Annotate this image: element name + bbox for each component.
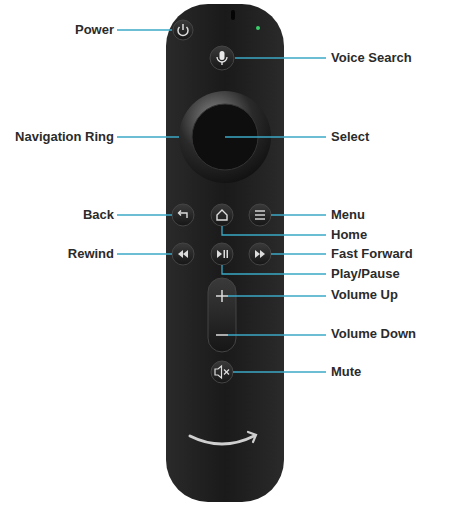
leader-line <box>225 136 326 137</box>
leader-line <box>228 334 326 335</box>
volume-rocker <box>208 278 236 352</box>
callout-label: Menu <box>331 207 365 223</box>
leader-line <box>271 214 326 215</box>
callout-label: Select <box>331 129 369 145</box>
mute-button <box>211 361 233 383</box>
leader-line <box>233 371 326 372</box>
leader-line <box>228 295 326 296</box>
leader-line <box>117 214 172 215</box>
home-button <box>211 204 233 226</box>
mic-slot <box>231 10 235 20</box>
callout-label: Power <box>75 22 114 38</box>
fast-forward-button <box>249 243 271 265</box>
status-led <box>256 26 260 30</box>
amazon-smile <box>190 432 256 444</box>
callout-label: Back <box>83 207 114 223</box>
leader-lines <box>117 30 326 372</box>
callout-label: Volume Up <box>331 287 398 303</box>
leader-line <box>117 136 179 137</box>
rewind-button <box>172 243 194 265</box>
callout-label: Volume Down <box>331 326 416 342</box>
leader-line <box>117 253 172 254</box>
leader-line <box>222 265 326 274</box>
remote-body <box>166 4 284 502</box>
callout-label: Play/Pause <box>331 266 400 282</box>
leader-line <box>235 57 326 58</box>
callout-label: Rewind <box>68 246 114 262</box>
callout-label: Home <box>331 227 367 243</box>
leader-line <box>222 226 326 235</box>
callout-label: Mute <box>331 364 361 380</box>
power-button <box>173 20 193 40</box>
leader-line <box>271 253 326 254</box>
callout-label: Voice Search <box>331 50 412 66</box>
voice-button <box>210 46 234 70</box>
play-pause-button <box>211 243 233 265</box>
callout-label: Fast Forward <box>331 246 413 262</box>
menu-button <box>249 204 271 226</box>
callout-label: Navigation Ring <box>15 129 114 145</box>
leader-line <box>117 29 172 30</box>
back-button <box>172 204 194 226</box>
